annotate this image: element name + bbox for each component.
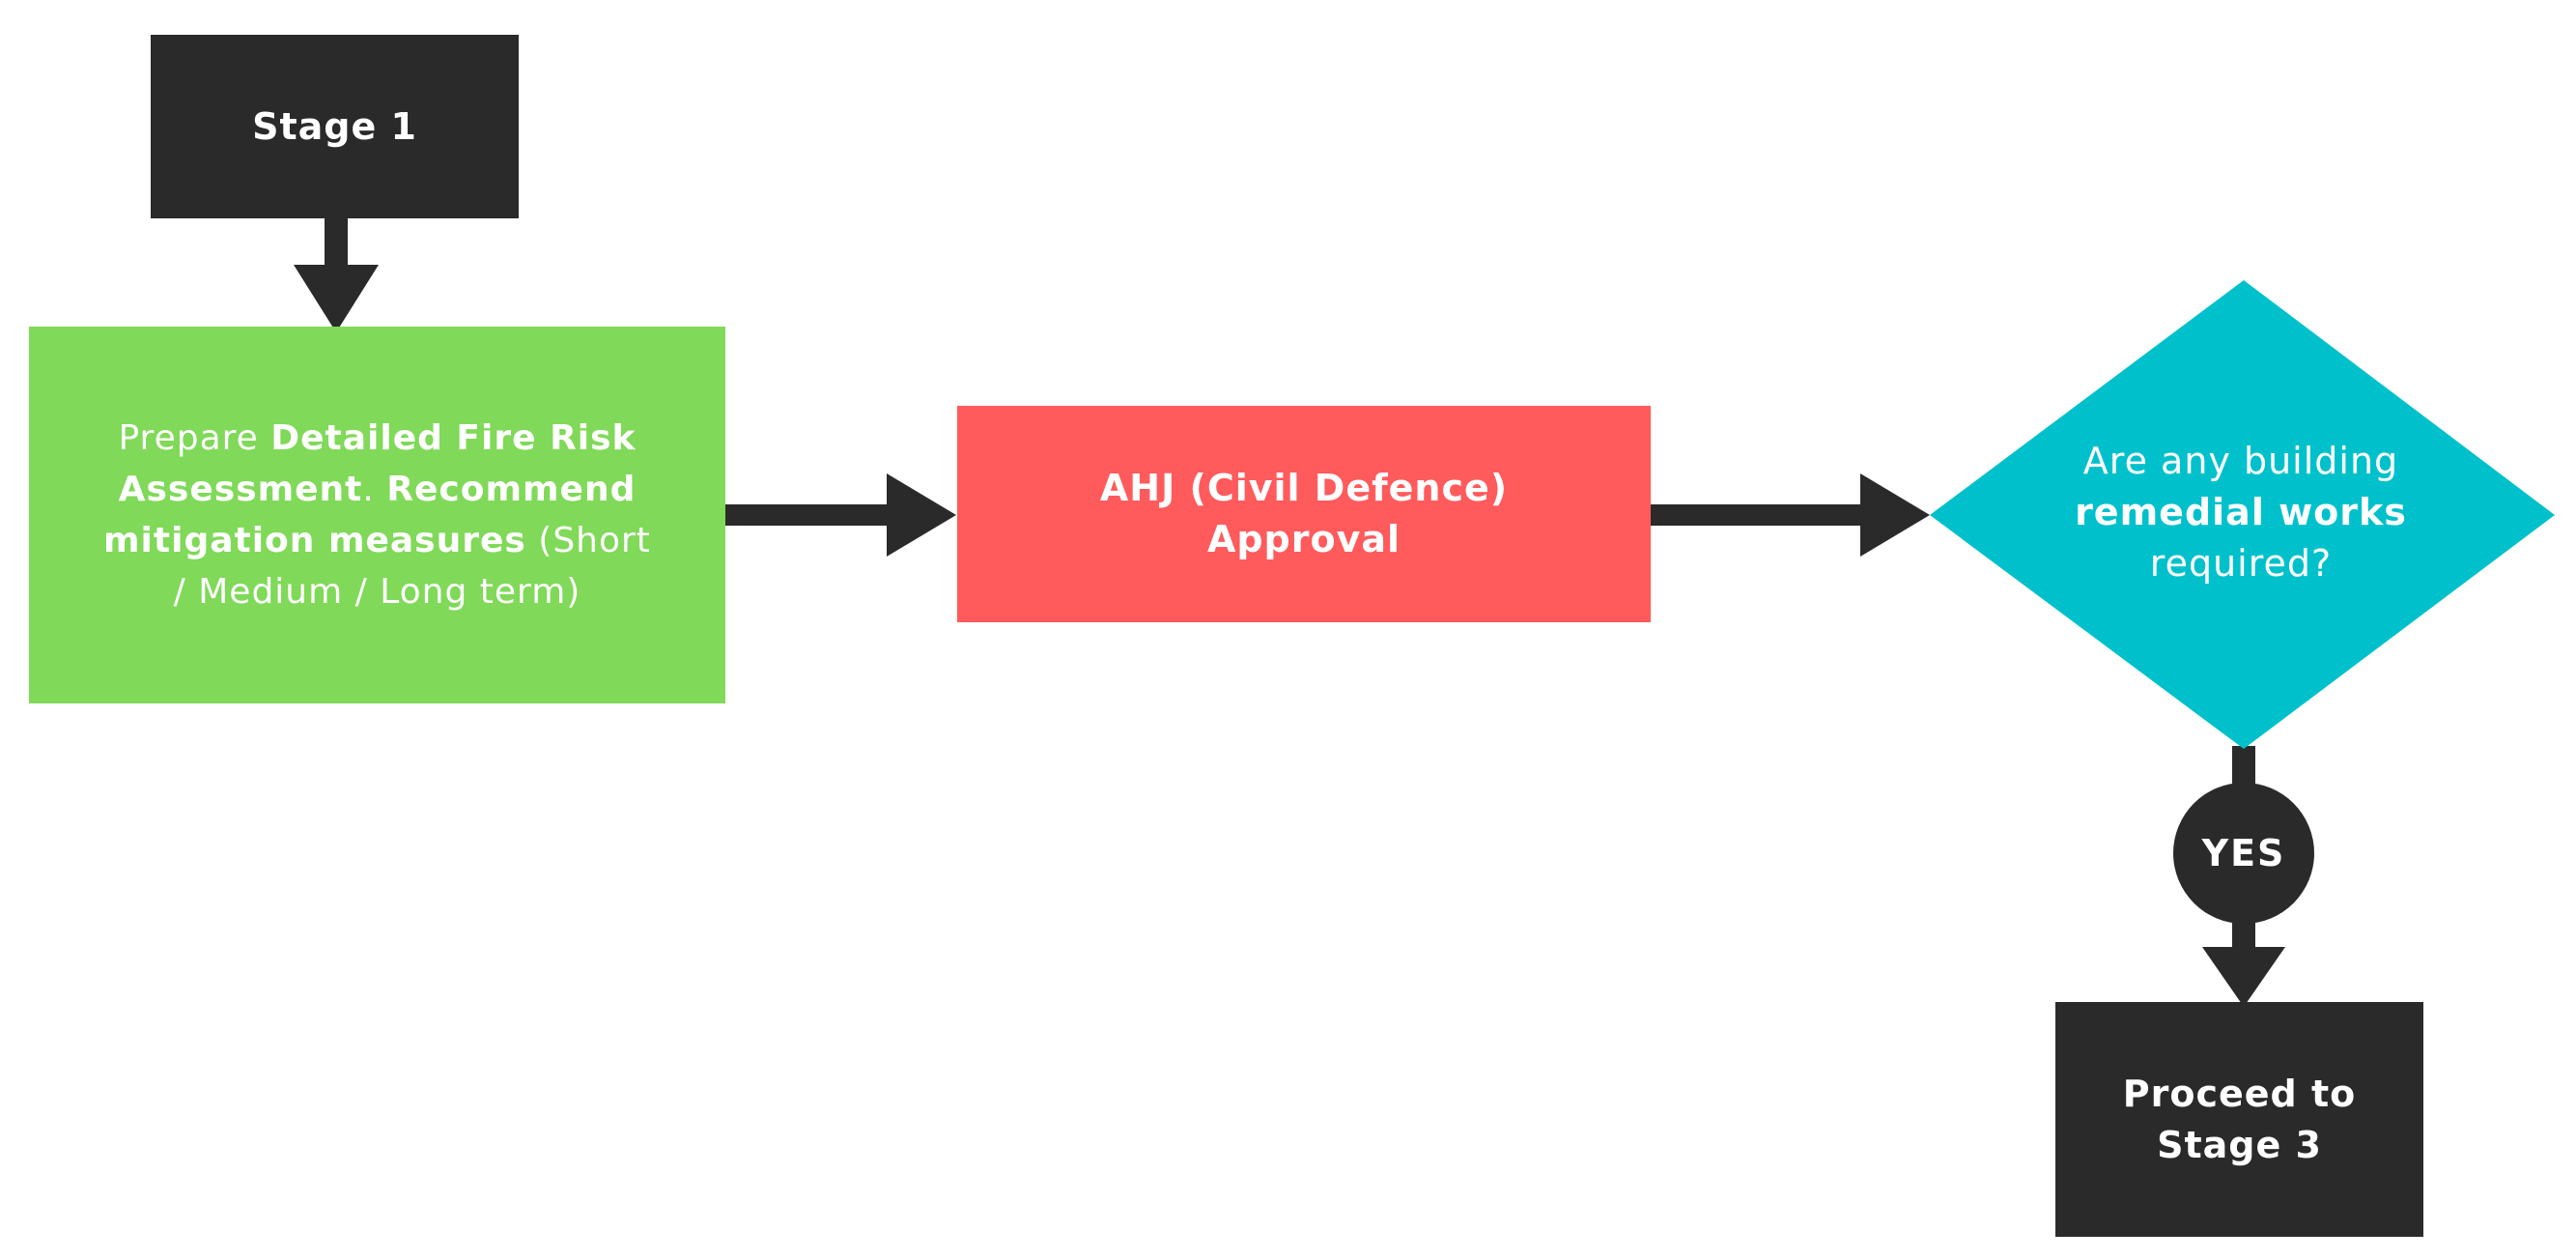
assessment-line-1: Prepare Detailed Fire Risk	[118, 413, 636, 464]
assessment-box	[29, 327, 725, 703]
proceed-line-1: Proceed to	[2122, 1072, 2357, 1115]
arrow-assessment-to-approval	[725, 473, 956, 557]
assessment-line-1-bold: Detailed Fire Risk	[270, 418, 637, 458]
approval-line-1: AHJ (Civil Defence)	[1099, 467, 1509, 509]
assessment-line-2-bold-b: Recommend	[386, 470, 637, 509]
yes-circle	[2173, 783, 2314, 924]
arrow-approval-to-decision	[1651, 473, 1930, 557]
assessment-line-4-regular: / Medium / Long term)	[173, 572, 581, 612]
assessment-line-1-regular: Prepare	[118, 418, 271, 458]
proceed-line-2: Stage 3	[2157, 1123, 2322, 1166]
assessment-line-2-regular: .	[362, 470, 387, 509]
assessment-label: Prepare Detailed Fire Risk Assessment. R…	[29, 327, 725, 703]
decision-line-1: Are any building	[2082, 439, 2399, 482]
yes-label-text: YES	[2201, 832, 2286, 874]
proceed-label: Proceed to Stage 3	[2055, 1002, 2423, 1237]
stage1-label: Stage 1	[151, 35, 519, 218]
proceed-box	[2055, 1002, 2423, 1237]
stage1-box	[151, 35, 519, 218]
approval-box	[957, 406, 1651, 622]
assessment-line-2: Assessment. Recommend	[119, 464, 637, 515]
assessment-line-3-bold: mitigation measures	[103, 521, 526, 560]
decision-diamond	[1930, 280, 2555, 749]
stage1-label-text: Stage 1	[252, 105, 417, 148]
assessment-line-3: mitigation measures (Short	[103, 515, 651, 566]
assessment-line-4: / Medium / Long term)	[174, 566, 581, 617]
decision-line-2: remedial works	[2075, 490, 2407, 533]
decision-label: Are any building remedial works required…	[2009, 367, 2473, 657]
decision-line-3: required?	[2149, 541, 2333, 585]
approval-label: AHJ (Civil Defence) Approval	[957, 406, 1651, 622]
yes-label: YES	[2173, 783, 2314, 924]
arrow-stage1-to-assessment	[294, 218, 379, 332]
assessment-line-2-bold-a: Assessment	[118, 470, 363, 509]
approval-line-2: Approval	[1206, 518, 1401, 560]
assessment-line-3-regular: (Short	[525, 521, 651, 560]
